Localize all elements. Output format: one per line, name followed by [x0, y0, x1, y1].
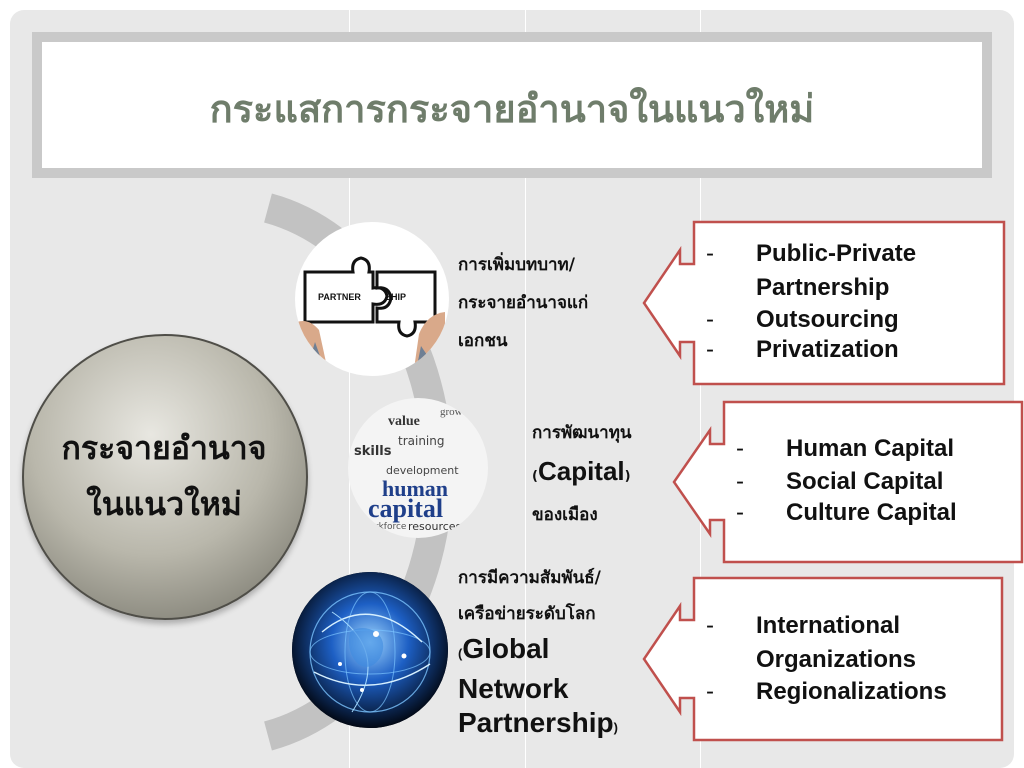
- list-item: -International: [706, 612, 901, 639]
- callout-arrow-1: [642, 220, 1006, 386]
- background-divider: [525, 10, 526, 768]
- background-divider: [700, 10, 701, 768]
- row1-label: การเพิ่มบทบาท/ กระจายอำนาจแก่ เอกชน: [458, 255, 589, 351]
- list-item: -Outsourcing: [706, 306, 899, 333]
- row1-items: -Public-Private Partnership -Outsourcing…: [706, 237, 916, 365]
- slide-title: กระแสการกระจายอำนาจในแนวใหม่: [209, 86, 815, 131]
- row3-items: -International Organizations -Regionaliz…: [706, 609, 947, 707]
- center-circle: [22, 334, 308, 620]
- puzzle-word-partner: PARTNER: [318, 292, 361, 302]
- puzzle-partnership-image: [295, 222, 449, 376]
- background-divider: [349, 10, 350, 768]
- list-item: -Public-Private: [706, 240, 917, 267]
- list-item: -Privatization: [706, 336, 899, 363]
- list-item: Partnership: [756, 274, 890, 301]
- list-item: -Social Capital: [736, 468, 944, 495]
- list-item: -Culture Capital: [736, 499, 957, 526]
- title-panel: [42, 42, 982, 168]
- center-label: กระจายอำนาจ ในแนวใหม่: [61, 429, 267, 523]
- list-item: -Human Capital: [736, 435, 955, 462]
- row2-items: -Human Capital -Social Capital -Culture …: [736, 432, 957, 528]
- human-capital-wordcloud-image: value training growth skills development…: [348, 398, 488, 538]
- list-item: Organizations: [756, 646, 917, 673]
- callout-arrow-3: [642, 576, 1004, 742]
- puzzle-word-ship: SHIP: [385, 292, 407, 302]
- row3-label: การมีความสัมพันธ์/ เครือข่ายระดับโลก (Gl…: [458, 568, 618, 738]
- global-network-image: [292, 572, 448, 728]
- list-item: -Regionalizations: [706, 678, 947, 705]
- callout-arrow-2: [672, 400, 1024, 564]
- row2-label: การพัฒนาทุน (Capital) ของเมือง: [532, 423, 632, 525]
